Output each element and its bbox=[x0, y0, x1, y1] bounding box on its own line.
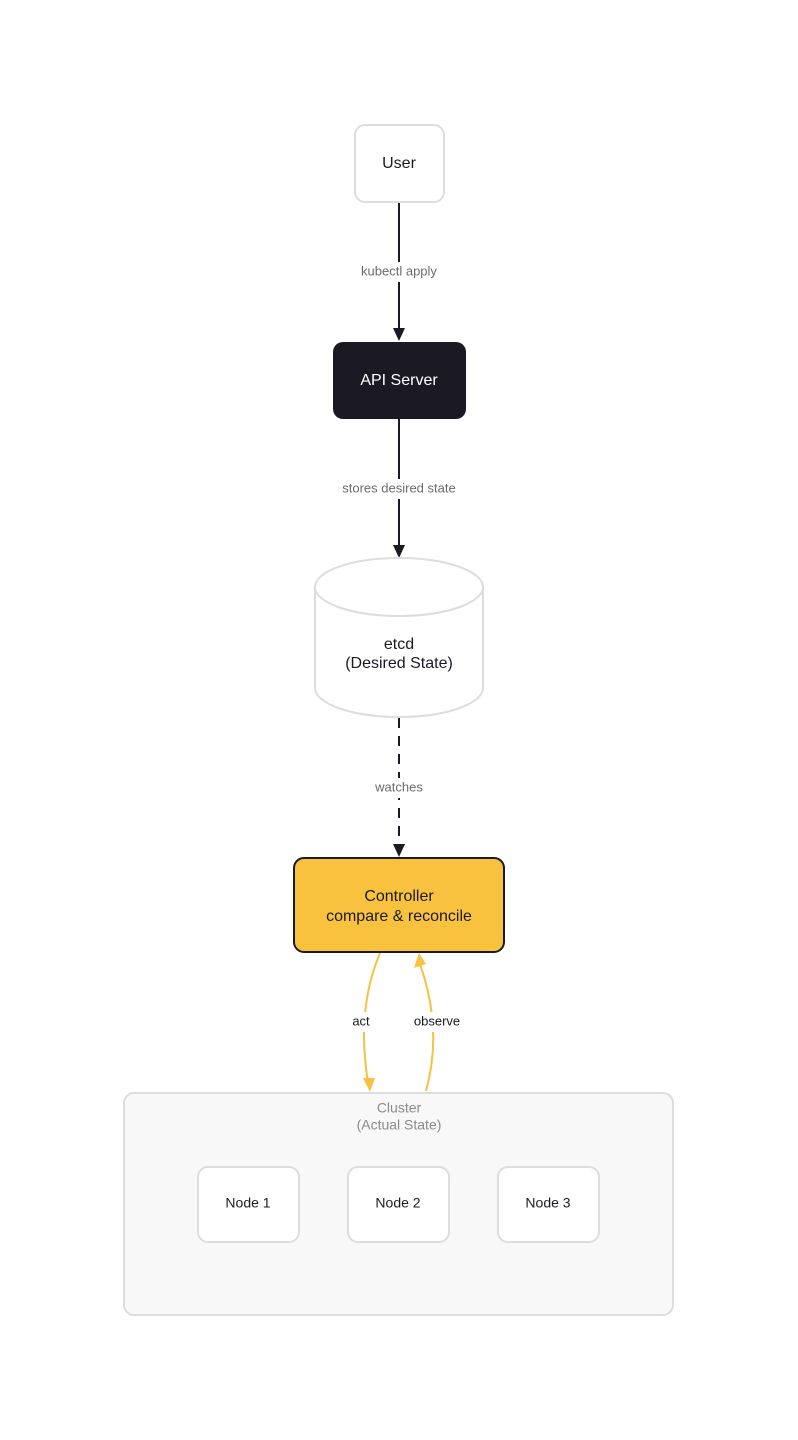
arrowhead bbox=[363, 1078, 375, 1092]
etcd-sublabel: (Desired State) bbox=[345, 655, 453, 672]
api-server-node: API Server bbox=[333, 342, 466, 419]
cluster-node-3: Node 3 bbox=[497, 1166, 600, 1243]
etcd-label: etcd bbox=[384, 636, 414, 653]
arrowhead bbox=[414, 953, 426, 968]
controller-sublabel: compare & reconcile bbox=[326, 908, 472, 925]
arrowhead bbox=[393, 844, 405, 857]
edge-label-stores-desired-state: stores desired state bbox=[342, 480, 455, 495]
node-2-box bbox=[347, 1166, 450, 1243]
edge-api-server-to-etcd: stores desired state bbox=[336, 419, 462, 558]
etcd-cylinder-top bbox=[314, 557, 484, 617]
node-3-label: Node 3 bbox=[525, 1195, 570, 1211]
node-3-box bbox=[497, 1166, 600, 1243]
cluster-node-1: Node 1 bbox=[197, 1166, 300, 1243]
edge-label-watches: watches bbox=[374, 779, 423, 794]
controller-node: Controller compare & reconcile bbox=[293, 857, 505, 953]
cluster-node-2: Node 2 bbox=[347, 1166, 450, 1243]
edge-controller-to-cluster: act bbox=[346, 952, 381, 1092]
edge-etcd-to-controller: watches bbox=[368, 718, 430, 857]
controller-box bbox=[293, 857, 505, 953]
edge-label-bg bbox=[368, 778, 430, 798]
arrowhead bbox=[393, 328, 405, 341]
edge-label-observe: observe bbox=[414, 1013, 460, 1028]
api-server-box bbox=[333, 342, 466, 419]
node-2-label: Node 2 bbox=[375, 1195, 420, 1211]
arrowhead bbox=[393, 545, 405, 558]
etcd-node: etcd (Desired State) bbox=[314, 557, 484, 718]
edge-label-bg bbox=[407, 1012, 467, 1032]
user-box bbox=[354, 124, 445, 203]
edge-label-act: act bbox=[352, 1013, 370, 1028]
node-1-label: Node 1 bbox=[225, 1195, 270, 1211]
api-server-label: API Server bbox=[360, 372, 438, 389]
edge-user-to-api-server: kubectl apply bbox=[355, 202, 443, 341]
edge-label-kubectl-apply: kubectl apply bbox=[361, 263, 437, 278]
edge-cluster-to-controller: observe bbox=[407, 953, 467, 1092]
edge-label-bg bbox=[355, 262, 443, 282]
edge-label-bg bbox=[336, 479, 462, 499]
user-label: User bbox=[382, 155, 416, 172]
controller-label: Controller bbox=[364, 888, 434, 905]
edge-label-bg bbox=[346, 1012, 376, 1032]
node-1-box bbox=[197, 1166, 300, 1243]
user-node: User bbox=[354, 124, 445, 203]
cluster-group: Cluster (Actual State) Node 1 Node 2 Nod… bbox=[123, 1092, 674, 1316]
etcd-cylinder-body bbox=[314, 587, 484, 718]
cluster-subtitle: (Actual State) bbox=[357, 1117, 442, 1133]
cluster-title: Cluster bbox=[377, 1100, 422, 1116]
